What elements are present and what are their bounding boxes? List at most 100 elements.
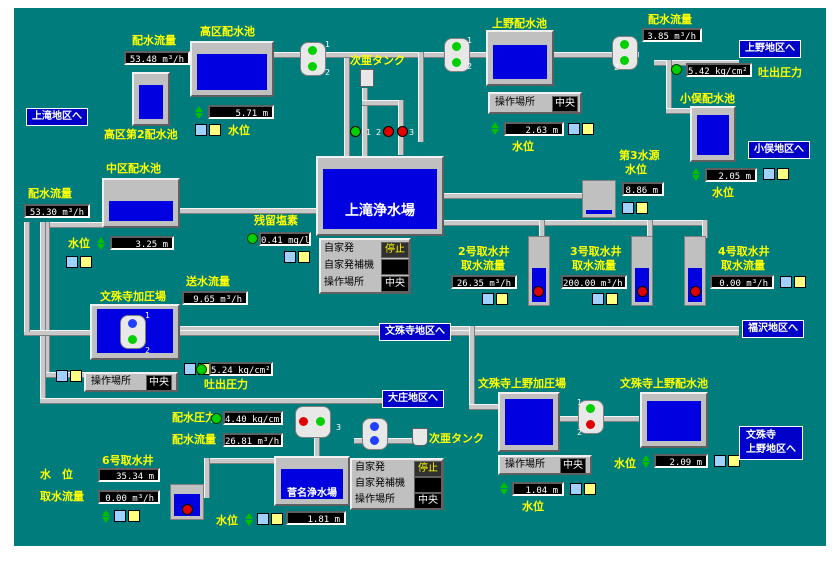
komata-level-label: 水位	[712, 186, 734, 199]
ueno-op-value[interactable]: 中央	[552, 96, 578, 112]
valve-num: 1	[145, 311, 151, 320]
sugana-updown-icon[interactable]	[245, 513, 253, 528]
monju-flow-label: 送水流量	[186, 275, 230, 288]
monju-ueno-tank-updown-icon[interactable]	[642, 455, 650, 470]
monju-ueno-op-panel: 操作場所 中央	[498, 455, 592, 475]
op-label: 操作場所	[495, 97, 535, 108]
kouku-status-squares[interactable]	[195, 124, 223, 138]
monju-ueno-op-value[interactable]: 中央	[560, 458, 586, 474]
monju-ueno-status-squares[interactable]	[570, 483, 598, 497]
pipe	[444, 193, 584, 199]
well3-status-squares[interactable]	[592, 293, 620, 307]
well6-level-label: 水 位	[40, 468, 73, 481]
kouku2-flow-display: 53.48 m³/h	[124, 51, 190, 65]
valve-ueno[interactable]	[612, 36, 638, 70]
well6	[170, 484, 204, 520]
pipe	[539, 220, 545, 238]
sugana-press-display: 4.40 kg/cm²	[223, 411, 283, 425]
valve-num: 2	[325, 68, 331, 77]
nav-monju-button[interactable]: 文殊寺地区へ	[379, 323, 451, 341]
valve-ueno-in[interactable]	[444, 38, 470, 72]
jiaen-tank-icon	[360, 69, 374, 87]
komata-status-squares[interactable]	[763, 168, 791, 182]
chuku-tank	[102, 178, 180, 228]
pipe	[666, 108, 696, 114]
op-label: 操作場所	[91, 376, 131, 387]
ueno-level-label: 水位	[512, 140, 534, 153]
monju-pressure-lamp	[196, 364, 207, 375]
main-plant-name: 上滝浄水場	[345, 203, 415, 219]
pipe	[559, 52, 639, 58]
ueno-flow-display: 3.85 m³/h	[642, 28, 702, 42]
kouku-updown-icon[interactable]	[195, 106, 203, 121]
ueno-status-squares[interactable]	[568, 123, 596, 137]
pipe	[469, 326, 475, 406]
well6-pump-lamp[interactable]	[182, 504, 193, 515]
panel-row-label: 自家発	[355, 462, 385, 473]
valve-kouku[interactable]	[300, 42, 326, 76]
pipe	[666, 60, 672, 110]
well6-flow-label: 取水流量	[40, 490, 84, 503]
nav-fukuzawa-button[interactable]: 福沢地区へ	[742, 320, 804, 338]
valve-monju[interactable]	[120, 315, 146, 349]
nav-taisho-button[interactable]: 大庄地区へ	[382, 390, 444, 408]
well6-updown-icon[interactable]	[102, 510, 110, 525]
pipe	[469, 404, 499, 410]
panel-value-generator[interactable]: 停止	[381, 242, 409, 258]
pump-3-lamp[interactable]	[397, 126, 408, 137]
well4-pump-lamp[interactable]	[690, 286, 701, 297]
ueno-tank-name: 上野配水池	[492, 17, 547, 30]
monju-status-squares-left[interactable]	[56, 370, 84, 384]
valve-sugana[interactable]	[295, 406, 331, 438]
monju-ueno-updown-icon[interactable]	[500, 482, 508, 497]
sugana-panel-aux[interactable]	[414, 477, 442, 493]
well2-pump-lamp[interactable]	[533, 286, 544, 297]
well6-status-squares[interactable]	[114, 510, 142, 524]
sugana-panel-generator[interactable]: 停止	[414, 461, 442, 477]
sugana-jiaen-tank-icon	[412, 428, 428, 446]
nav-komata-button[interactable]: 小俣地区へ	[748, 141, 810, 159]
well6-name: 6号取水井	[102, 454, 154, 467]
valve-monju-ueno[interactable]	[578, 400, 604, 434]
pump-1-lamp[interactable]	[350, 126, 361, 137]
panel-value-aux[interactable]	[381, 259, 409, 275]
well3-pump-lamp[interactable]	[637, 286, 648, 297]
panel-value-oploc[interactable]: 中央	[381, 276, 409, 292]
chuku-flow-label: 配水流量	[28, 187, 72, 200]
panel-row-label: 自家発	[324, 243, 354, 254]
chuku-level-label: 水位	[68, 237, 90, 250]
pump-2-lamp[interactable]	[383, 126, 394, 137]
monju-op-value[interactable]: 中央	[146, 375, 172, 391]
sugana-flow-display: 26.81 m³/h	[223, 433, 283, 447]
sugana-press-lamp	[211, 413, 222, 424]
nav-monju-ueno-button[interactable]: 文殊寺 上野地区へ	[739, 426, 803, 460]
monju-ueno-tank-status-squares[interactable]	[714, 455, 742, 469]
well2-status-squares[interactable]	[482, 293, 510, 307]
nav-ueno-button[interactable]: 上野地区へ	[739, 40, 801, 58]
nav-kamitaki-button[interactable]: 上滝地区へ	[26, 108, 88, 126]
chlorine-label: 残留塩素	[254, 214, 298, 227]
chuku-updown-icon[interactable]	[97, 237, 105, 252]
kouku2-tank	[132, 72, 170, 126]
sugana-panel-oploc[interactable]: 中央	[414, 493, 442, 509]
well4-status-squares[interactable]	[780, 276, 808, 290]
sugana-tank[interactable]	[274, 456, 350, 506]
monju-op-panel: 操作場所 中央	[84, 372, 178, 392]
well3-flow-display: 200.00 m³/h	[561, 275, 627, 289]
well6-flow-display: 0.00 m³/h	[98, 490, 160, 504]
ueno-updown-icon[interactable]	[491, 122, 499, 137]
chuku-status-squares[interactable]	[66, 256, 94, 270]
source3-well	[582, 180, 616, 218]
main-plant-tank[interactable]	[316, 156, 444, 236]
valve-sugana-2[interactable]	[362, 418, 388, 450]
monju-flow-display: 9.65 m³/h	[182, 291, 248, 305]
sugana-status-squares[interactable]	[257, 513, 285, 527]
chlorine-status-squares[interactable]	[284, 251, 312, 265]
monju-pressure-label: 吐出圧力	[204, 378, 248, 391]
valve-num: 1	[325, 40, 331, 49]
komata-updown-icon[interactable]	[692, 168, 700, 183]
pipe	[362, 100, 402, 106]
source3-status-squares[interactable]	[622, 202, 650, 216]
kouku2-tank-name: 高区第2配水池	[104, 128, 178, 141]
ueno-tank	[486, 30, 554, 86]
